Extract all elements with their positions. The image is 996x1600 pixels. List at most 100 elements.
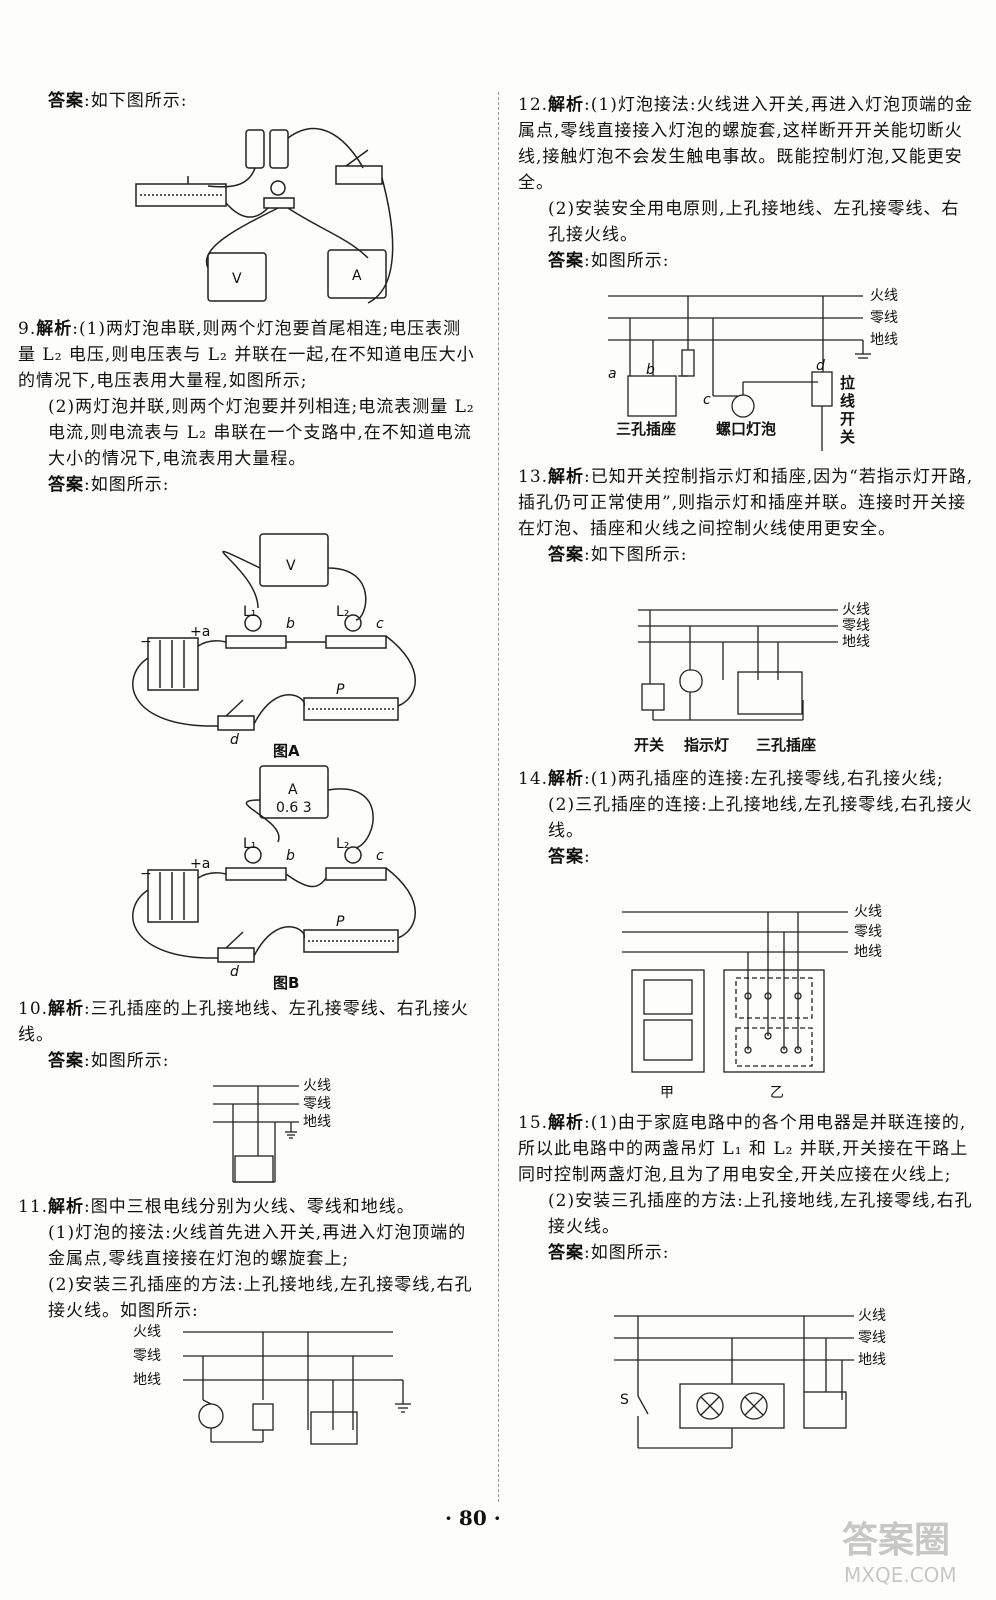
- svg-text:火线: 火线: [854, 904, 882, 920]
- svg-text:0.6 3: 0.6 3: [276, 800, 312, 816]
- q12-analysis: 12.解析:(1)灯泡接法:火线进入开关,再进入灯泡顶端的金属点,零线直接接入灯…: [518, 95, 973, 271]
- socket-icon: [310, 1411, 358, 1445]
- svg-text:螺口灯泡: 螺口灯泡: [716, 420, 776, 438]
- bulb-l1-icon: [244, 846, 262, 864]
- svg-text:P: P: [336, 914, 345, 930]
- q11-wiring-figure: 火线 零线 地线: [133, 1324, 411, 1445]
- svg-text:V: V: [232, 271, 242, 287]
- battery-cell-icon: [245, 129, 265, 169]
- socket-jia-panel: [631, 969, 705, 1073]
- socket-icon: [737, 671, 803, 715]
- svg-text:MXQE.COM: MXQE.COM: [844, 1563, 957, 1587]
- q9-analysis: 9.解析:(1)两灯泡串联,则两个灯泡要首尾相连;电压表测量 L₂ 电压,则电压…: [18, 319, 475, 495]
- rheostat-icon: [303, 697, 399, 721]
- svg-text:地线: 地线: [842, 634, 870, 650]
- bulb-icon: [198, 1403, 224, 1429]
- watermark-logo: 答案圈 MXQE.COM: [842, 1520, 957, 1587]
- q14-analysis: 14.解析:(1)两孔插座的连接:左孔接零线,右孔接火线; (2)三孔插座的连接…: [518, 769, 973, 867]
- q13-wiring-figure: 火线 零线 地线 开关 指示灯 三孔插座: [634, 602, 870, 754]
- socket-icon: [234, 1155, 274, 1183]
- switch-icon: [252, 1403, 274, 1431]
- svg-text:地线: 地线: [133, 1372, 161, 1388]
- switch-icon: [217, 947, 255, 963]
- svg-text:答案圈: 答案圈: [842, 1520, 950, 1561]
- svg-text:开: 开: [840, 410, 855, 428]
- svg-text:零线: 零线: [842, 618, 870, 634]
- svg-text:b: b: [286, 616, 295, 632]
- bulb-icon: [270, 180, 286, 196]
- q11-analysis: 11.解析:图中三根电线分别为火线、零线和地线。 (1)灯泡的接法:火线首先进入…: [18, 1197, 473, 1321]
- ammeter-icon: [259, 765, 329, 819]
- svg-text:L₁: L₁: [243, 836, 256, 852]
- switch-icon: [641, 683, 665, 711]
- svg-text:−: −: [140, 634, 152, 650]
- svg-text:−: −: [140, 866, 152, 882]
- svg-text:图A: 图A: [273, 742, 300, 760]
- svg-text:A: A: [288, 782, 298, 798]
- socket-yi-panel: [723, 969, 825, 1073]
- q15-wiring-figure: 火线 零线 地线 S: [614, 1308, 886, 1449]
- voltmeter-icon: [259, 533, 329, 587]
- rheostat-icon: [303, 929, 399, 953]
- switch-s-icon: [637, 1395, 649, 1415]
- svg-text:b: b: [646, 362, 655, 378]
- lamp-l1-icon: [696, 1392, 724, 1420]
- svg-text:V: V: [286, 558, 296, 574]
- lamp-l2-icon: [740, 1392, 768, 1420]
- svg-text:三孔插座: 三孔插座: [616, 420, 676, 438]
- socket-icon: [627, 375, 677, 417]
- svg-text:S: S: [620, 1392, 629, 1408]
- switch-icon: [335, 165, 383, 185]
- svg-text:火线: 火线: [303, 1078, 331, 1094]
- svg-text:+a: +a: [190, 624, 210, 640]
- svg-text:d: d: [230, 964, 239, 980]
- svg-text:火线: 火线: [870, 288, 898, 304]
- svg-text:三孔插座: 三孔插座: [756, 736, 816, 754]
- svg-text:拉: 拉: [840, 374, 855, 392]
- three-hole-socket-icon: [643, 1019, 693, 1061]
- svg-text:b: b: [286, 848, 295, 864]
- bulb-l2-icon: [344, 846, 362, 864]
- voltmeter-icon: [207, 252, 267, 302]
- svg-text:零线: 零线: [858, 1330, 886, 1346]
- svg-text:甲: 甲: [660, 1085, 674, 1101]
- svg-text:开关: 开关: [634, 736, 664, 754]
- q15-analysis: 15.解析:(1)由于家庭电路中的各个用电器是并联连接的,所以此电路中的两盏吊灯…: [518, 1113, 973, 1263]
- svg-text:火线: 火线: [858, 1308, 886, 1324]
- svg-text:地线: 地线: [854, 944, 882, 960]
- battery-icon: [147, 637, 199, 691]
- ammeter-icon: [327, 249, 387, 299]
- pull-switch-icon: [811, 371, 833, 407]
- bulb-icon: [731, 394, 755, 418]
- svg-text:指示灯: 指示灯: [684, 736, 729, 754]
- svg-text:L₂: L₂: [336, 604, 349, 620]
- q13-analysis: 13.解析:已知开关控制指示灯和插座,因为“若指示灯开路,插孔仍可正常使用”,则…: [518, 467, 974, 565]
- svg-text:图B: 图B: [273, 974, 299, 992]
- two-hole-socket-icon: [643, 979, 693, 1015]
- q9-figure-a: V L₁ b L₂ c +a − P d 图A: [132, 533, 416, 760]
- svg-text:地线: 地线: [858, 1352, 886, 1368]
- svg-text:P: P: [336, 682, 345, 698]
- q9-figure-b: A 0.6 3 L₁ b L₂ c +a − P d 图B: [132, 765, 416, 992]
- svg-text:c: c: [376, 848, 384, 864]
- svg-text:d: d: [230, 732, 239, 748]
- svg-text:线: 线: [840, 392, 855, 410]
- svg-text:c: c: [703, 392, 711, 408]
- battery-icon: [147, 869, 199, 923]
- bulb-l1-icon: [244, 614, 262, 632]
- svg-text:火线: 火线: [842, 602, 870, 618]
- q10-socket-figure: 火线 零线 地线: [213, 1078, 331, 1183]
- svg-text:L₁: L₁: [243, 604, 256, 620]
- fuse-icon: [681, 349, 695, 377]
- q12-wiring-figure: 火线 零线 地线 a b c d 三孔插座 螺口灯泡 拉 线 开 关: [608, 288, 898, 451]
- q10-analysis: 10.解析:三孔插座的上孔接地线、左孔接零线、右孔接火线。 答案:如图所示:: [18, 999, 469, 1071]
- q14-socket-figure: 火线 零线 地线 甲 乙: [622, 904, 882, 1101]
- svg-text:零线: 零线: [854, 924, 882, 940]
- column-divider: [498, 92, 499, 1502]
- svg-text:零线: 零线: [133, 1348, 161, 1364]
- socket-icon: [803, 1391, 847, 1429]
- svg-text:L₂: L₂: [336, 836, 349, 852]
- svg-text:乙: 乙: [770, 1085, 784, 1101]
- svg-text:火线: 火线: [133, 1324, 161, 1340]
- q8-answer: 答案:如下图所示:: [48, 91, 188, 111]
